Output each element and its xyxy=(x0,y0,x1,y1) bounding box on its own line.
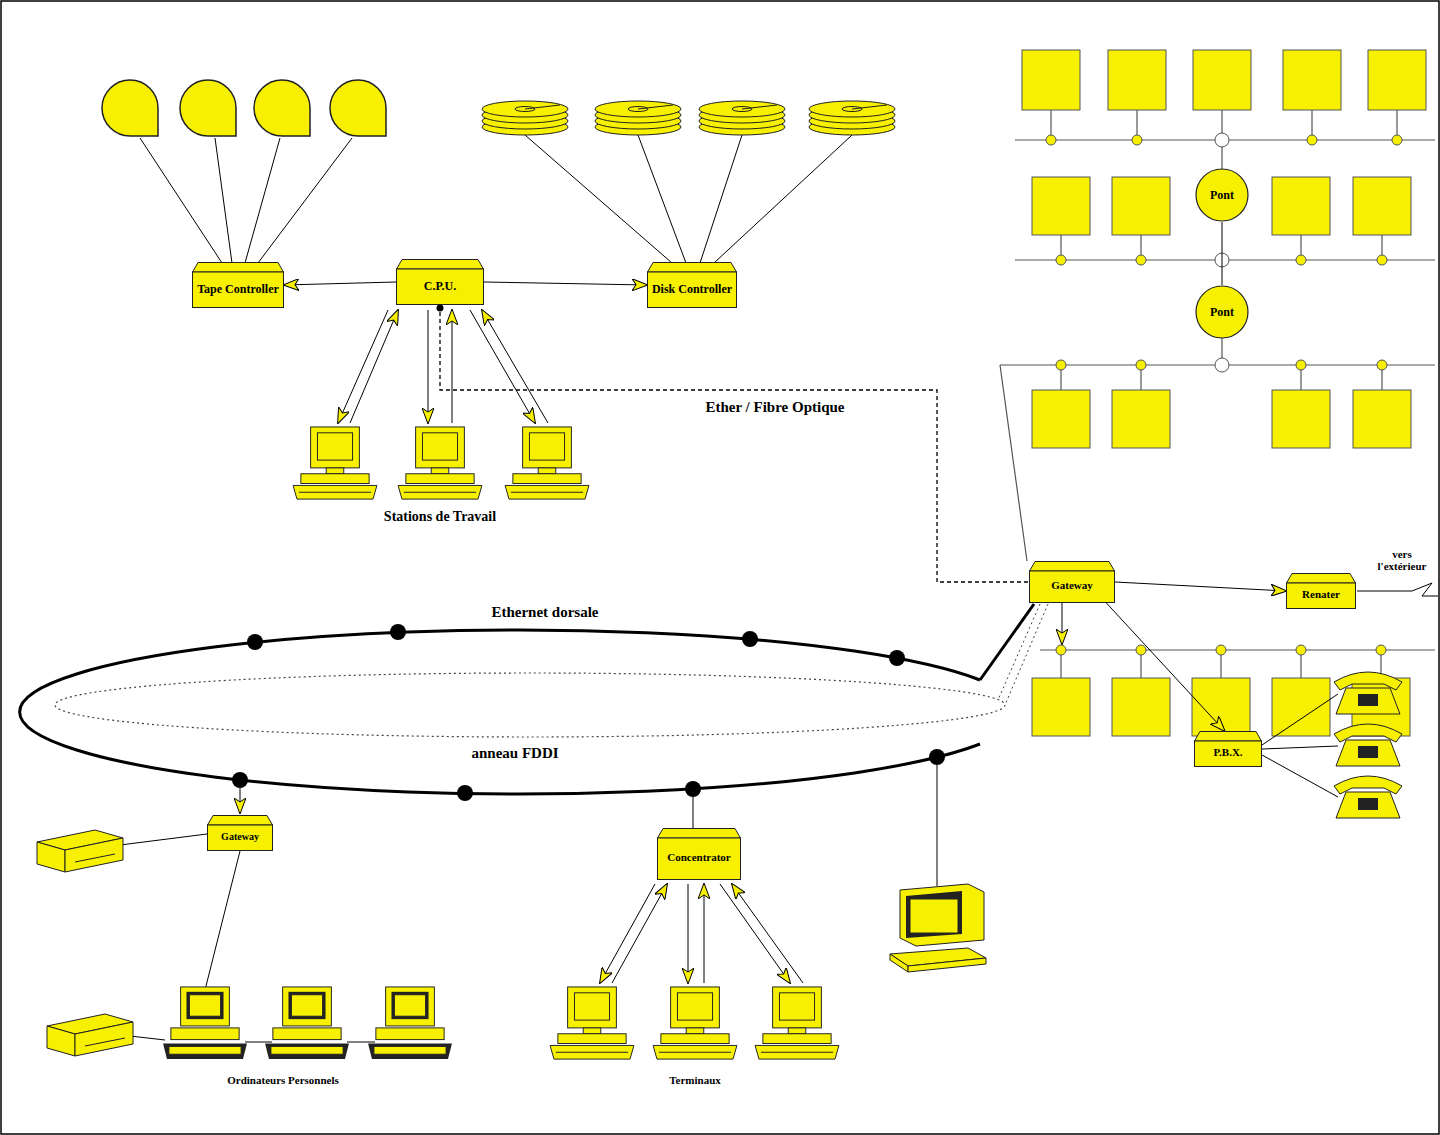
disk-drives xyxy=(482,101,895,263)
caption-label: Ordinateurs Personnels xyxy=(225,1074,341,1086)
device-label: P.B.X. xyxy=(1213,747,1242,759)
device-label: Tape Controller xyxy=(197,283,279,296)
device-box: Concentrator xyxy=(657,828,741,880)
ring-workstation xyxy=(890,765,986,972)
box-body xyxy=(1030,571,1115,603)
connector xyxy=(1115,582,1286,591)
terminal-network xyxy=(550,797,839,1059)
caption-label: Ethernet dorsale xyxy=(489,604,600,621)
box-body xyxy=(648,272,737,308)
bridged-lans xyxy=(1000,50,1435,561)
tape-drives xyxy=(102,80,386,263)
connector xyxy=(440,305,1029,582)
connector-label: Ether / Fibre Optique xyxy=(702,399,847,416)
box-top xyxy=(648,263,737,273)
box-body xyxy=(1287,583,1356,609)
telephones xyxy=(1262,672,1402,818)
caption-label: Stations de Travail xyxy=(382,509,498,524)
device-label: Disk Controller xyxy=(652,283,732,296)
circle-shape xyxy=(1196,169,1248,221)
box-body xyxy=(1195,741,1262,767)
box-top xyxy=(1195,732,1262,742)
box-top xyxy=(397,260,484,270)
workstations xyxy=(293,305,589,500)
box-body xyxy=(658,838,741,880)
lower-lan xyxy=(1032,603,1435,736)
box-top xyxy=(658,829,741,839)
connector xyxy=(1222,222,1223,285)
device-box: Gateway xyxy=(1029,561,1115,603)
box-top xyxy=(208,816,273,826)
device-label: Gateway xyxy=(1051,580,1093,592)
device-label: Pont xyxy=(1210,306,1234,319)
caption-label: Terminaux xyxy=(667,1074,723,1086)
box-body xyxy=(397,269,484,305)
device-label: Pont xyxy=(1210,189,1234,202)
box-top xyxy=(1030,562,1115,572)
box-top xyxy=(193,263,284,273)
box-top xyxy=(1287,574,1356,584)
device-box: C.P.U. xyxy=(396,259,484,305)
circle-shape xyxy=(1196,286,1248,338)
caption-label: vers l'extérieur xyxy=(1368,548,1436,572)
device-label: Concentrator xyxy=(667,852,731,864)
bridge-circle: Pont xyxy=(1195,285,1249,339)
device-box: Tape Controller xyxy=(192,262,284,308)
pc-network xyxy=(37,788,452,1059)
external-link xyxy=(1357,583,1438,596)
backbone-ring xyxy=(20,604,1048,801)
connector xyxy=(484,282,647,285)
caption-label: anneau FDDI xyxy=(469,745,560,762)
device-box: Disk Controller xyxy=(647,262,737,308)
device-label: Renater xyxy=(1302,589,1340,601)
bridge-circle: Pont xyxy=(1195,168,1249,222)
device-box: Gateway xyxy=(207,815,273,851)
connector xyxy=(1106,603,1224,731)
box-body xyxy=(208,825,273,851)
device-box: Renater xyxy=(1286,573,1356,609)
device-label: Gateway xyxy=(221,832,259,843)
device-box: P.B.X. xyxy=(1194,731,1262,767)
device-label: C.P.U. xyxy=(424,280,457,293)
box-body xyxy=(193,272,284,308)
connector xyxy=(284,282,396,285)
